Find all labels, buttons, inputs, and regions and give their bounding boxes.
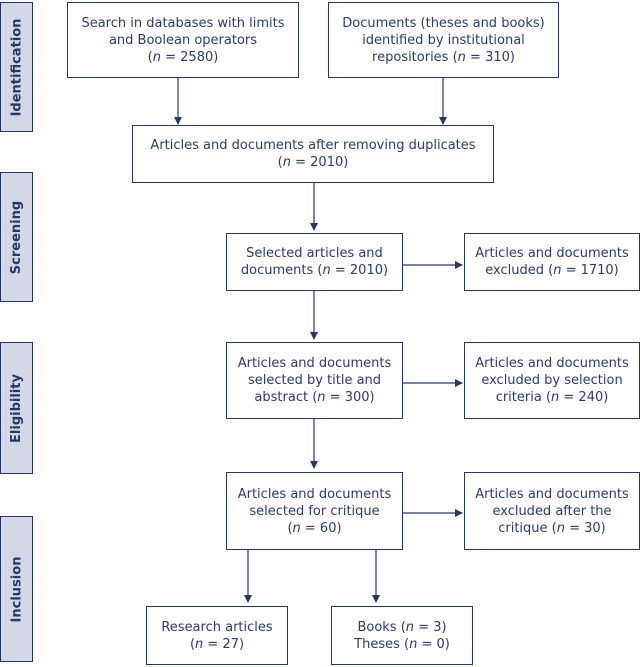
box-excluded-screening: Articles and documents excluded (n = 171…	[464, 233, 640, 291]
selected-line-2: documents (n = 2010)	[240, 263, 389, 278]
books-count: Books (n = 3)	[357, 619, 447, 635]
excluded1-line-2: excluded (n = 1710)	[485, 263, 619, 278]
databases-line-2: and Boolean operators	[108, 32, 258, 48]
theses-count: Theses (n = 0)	[354, 636, 450, 652]
excluded2-line-2: excluded by selection	[481, 373, 623, 388]
critique-count: (n = 60)	[287, 520, 342, 536]
title-abstract-line-3: abstract (n = 300)	[254, 390, 375, 405]
excluded3-line-2: excluded after the	[492, 503, 612, 519]
critique-line-1: Articles and documents	[237, 486, 392, 502]
box-after-duplicates: Articles and documents after removing du…	[132, 125, 494, 183]
phase-label-eligibility: Eligibility	[0, 342, 33, 474]
excluded3-line-3: critique (n = 30)	[498, 520, 606, 536]
critique-line-2: selected for critique	[249, 503, 380, 519]
title-abstract-line-2: selected by title and	[247, 373, 382, 388]
databases-line-1: Search in databases with limits	[81, 15, 285, 31]
duplicates-line-1: Articles and documents after removing du…	[150, 138, 476, 153]
excluded1-line-1: Articles and documents	[475, 246, 629, 261]
phase-label-screening: Screening	[0, 172, 33, 302]
box-selected-articles: Selected articles and documents (n = 201…	[226, 233, 403, 291]
box-selected-title-abstract: Articles and documents selected by title…	[226, 342, 403, 419]
excluded2-line-1: Articles and documents	[475, 356, 629, 371]
box-research-articles: Research articles (n = 27)	[146, 606, 288, 665]
phase-label-inclusion: Inclusion	[0, 516, 33, 662]
excluded2-line-3: criteria (n = 240)	[495, 390, 609, 405]
databases-count: (n = 2580)	[147, 49, 219, 65]
excluded3-line-1: Articles and documents	[475, 486, 629, 502]
box-excluded-selection-criteria: Articles and documents excluded by selec…	[464, 342, 640, 419]
title-abstract-line-1: Articles and documents	[237, 356, 392, 371]
research-count: (n = 27)	[189, 636, 245, 652]
duplicates-count: (n = 2010)	[277, 155, 349, 170]
box-books-theses: Books (n = 3) Theses (n = 0)	[331, 606, 473, 665]
box-selected-critique: Articles and documents selected for crit…	[226, 472, 403, 550]
repositories-line-2: identified by institutional	[362, 32, 525, 48]
phase-label-identification: Identification	[0, 2, 33, 132]
box-databases-search: Search in databases with limits and Bool…	[67, 2, 299, 78]
research-line-1: Research articles	[161, 619, 273, 635]
box-excluded-after-critique: Articles and documents excluded after th…	[464, 472, 640, 550]
box-institutional-repositories: Documents (theses and books) identified …	[328, 2, 559, 78]
selected-line-1: Selected articles and	[246, 246, 383, 261]
repositories-line-1: Documents (theses and books)	[342, 15, 545, 31]
repositories-line-3: repositories (n = 310)	[372, 49, 515, 65]
